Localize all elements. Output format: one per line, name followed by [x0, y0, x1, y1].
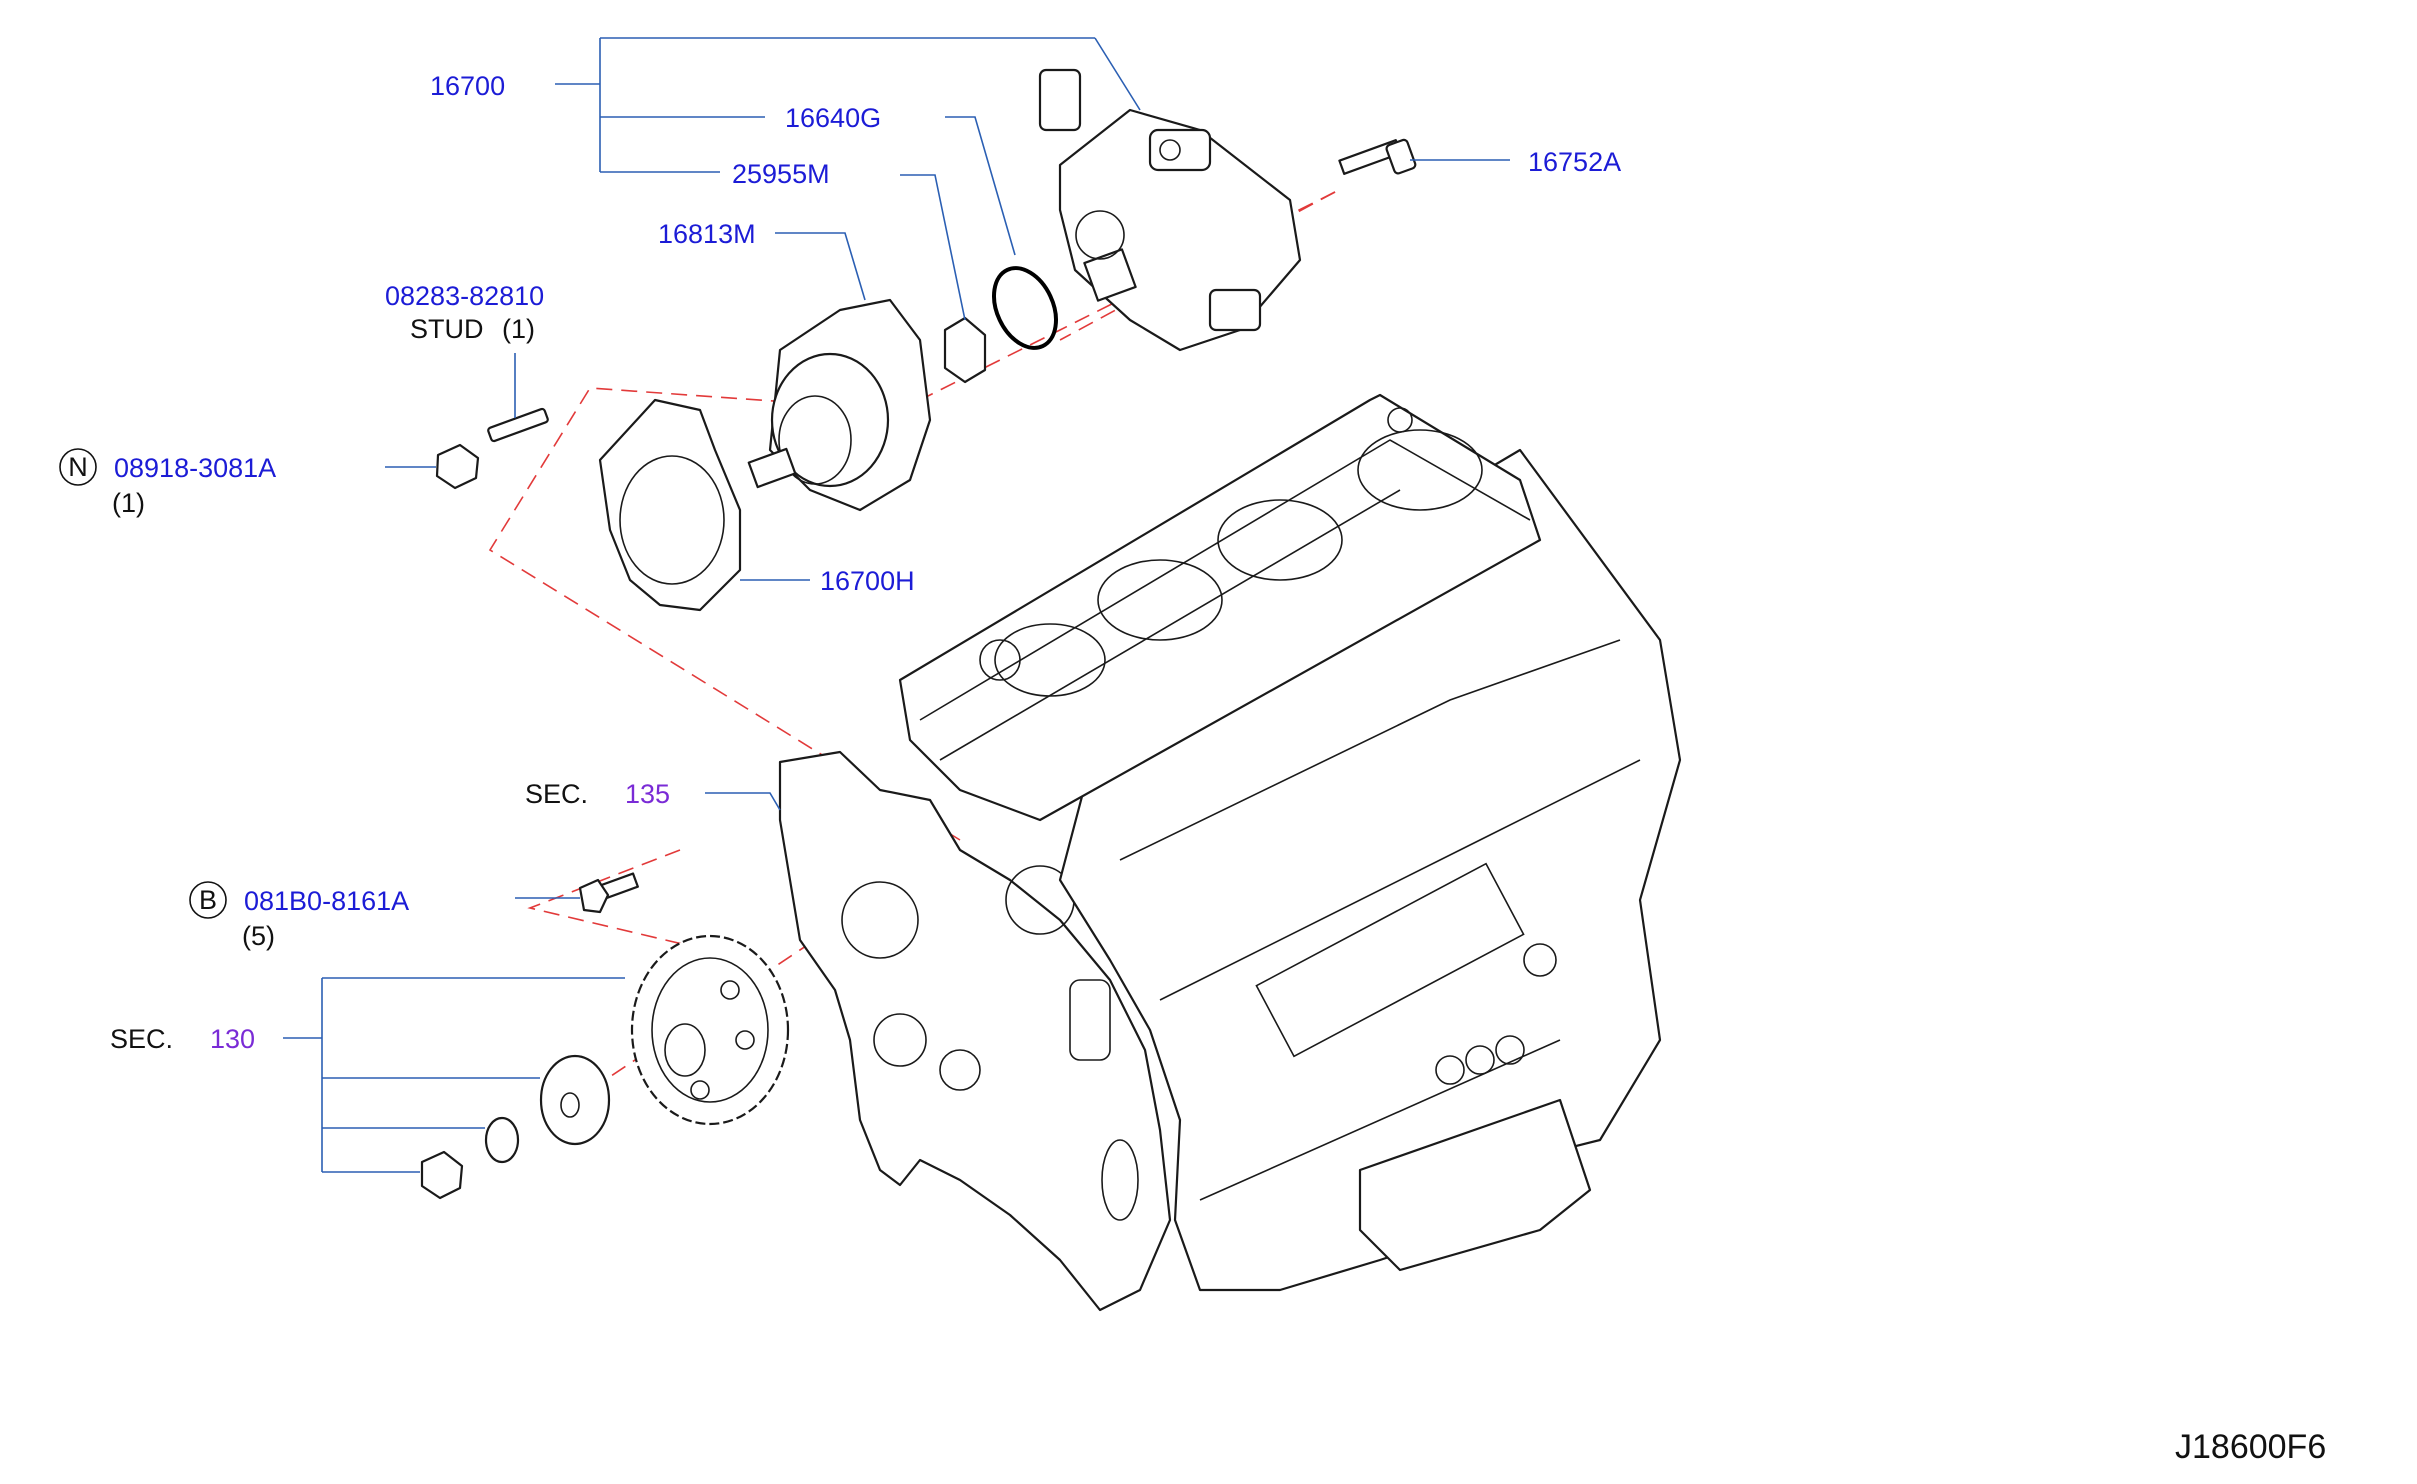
callout-bolt-qty: (5) — [242, 921, 275, 951]
washer-large-illustration — [539, 1054, 611, 1146]
bolt-prefix-letter: B — [199, 885, 217, 915]
washer-small-illustration — [484, 1116, 520, 1164]
injection-pump-illustration — [1038, 68, 1302, 352]
section-gear-group-label: SEC. — [110, 1024, 173, 1054]
nut-prefix-badge: N — [59, 448, 97, 486]
bolt-illustration — [578, 872, 639, 914]
nut-illustration — [435, 443, 480, 490]
callout-stud-desc: STUD — [410, 314, 484, 344]
section-front-cover-number[interactable]: 135 — [625, 779, 670, 809]
callout-stud-qty: (1) — [502, 314, 535, 344]
callout-o-ring[interactable]: 16640G — [785, 103, 881, 133]
coupling-illustration — [943, 316, 987, 384]
section-front-cover-label: SEC. — [525, 779, 588, 809]
sprocket-illustration — [630, 934, 790, 1126]
diagram-code: J18600F6 — [2175, 1428, 2326, 1466]
gear-nut-illustration — [420, 1150, 464, 1200]
bolt-prefix-badge: B — [189, 881, 227, 919]
callout-stud-part[interactable]: 08283-82810 — [385, 281, 544, 311]
callout-pump-assembly[interactable]: 16700 — [430, 71, 505, 101]
callout-coupling[interactable]: 25955M — [732, 159, 830, 189]
gasket-illustration — [598, 398, 742, 612]
callout-gear-housing[interactable]: 16813M — [658, 219, 756, 249]
engine-block-illustration — [778, 393, 1682, 1312]
nut-prefix-letter: N — [68, 452, 88, 482]
o-ring-illustration — [992, 266, 1058, 350]
callout-nut-qty: (1) — [112, 488, 145, 518]
leader-lines — [283, 37, 1510, 1173]
pump-bolt-illustration — [1338, 138, 1417, 175]
callout-gasket[interactable]: 16700H — [820, 566, 915, 596]
gear-housing-illustration — [747, 298, 932, 512]
callout-pump-bolt[interactable]: 16752A — [1528, 147, 1621, 177]
section-gear-group-number[interactable]: 130 — [210, 1024, 255, 1054]
stud-illustration — [487, 407, 549, 443]
callout-nut-part[interactable]: 08918-3081A — [114, 453, 276, 483]
callout-bolt-part[interactable]: 081B0-8161A — [244, 886, 409, 916]
